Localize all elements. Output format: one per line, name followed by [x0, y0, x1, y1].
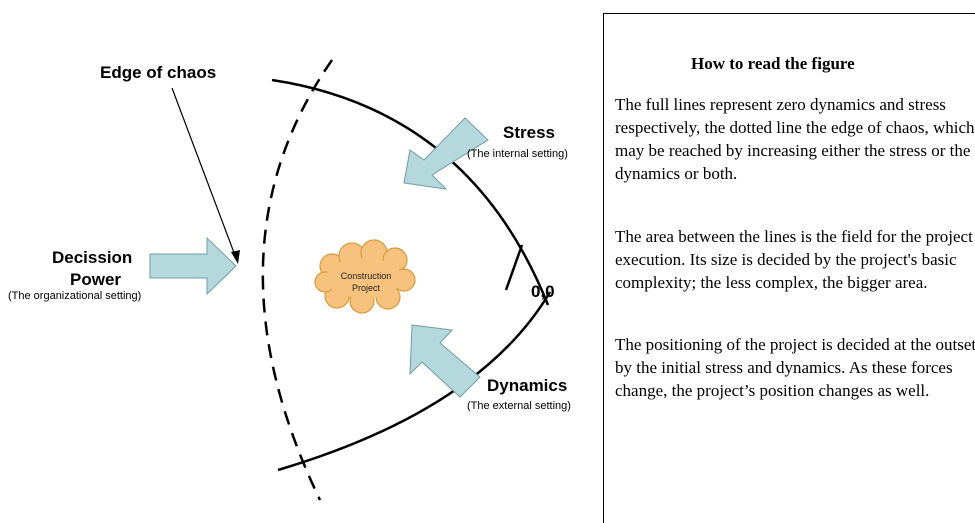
- cloud-label-line1: Construction: [340, 271, 392, 281]
- edge-of-chaos-label: Edge of chaos: [100, 63, 217, 82]
- origin-label: 0,0: [531, 282, 555, 301]
- how-to-read-box: How to read the figure The full lines re…: [603, 13, 975, 523]
- stress-arrow: [403, 117, 489, 190]
- cloud-label-line2: Project: [351, 283, 380, 293]
- dynamics-arrow: [409, 324, 481, 398]
- construction-project-label: Construction Project: [318, 270, 414, 294]
- construction-project-cloud: [314, 239, 416, 314]
- zero-dynamics-line: [277, 291, 552, 472]
- origin-tick: [504, 244, 524, 291]
- info-paragraph-2: The area between the lines is the field …: [615, 227, 973, 292]
- decision-power-label-line2: Power: [70, 270, 122, 289]
- complexity-diagram: [149, 59, 552, 501]
- dynamics-sublabel: (The external setting): [467, 400, 571, 412]
- dynamics-label: Dynamics: [487, 376, 568, 395]
- decision-power-sublabel: (The organizational setting): [8, 290, 142, 302]
- info-paragraph-3: The positioning of the project is decide…: [615, 335, 975, 400]
- info-paragraph-1: The full lines represent zero dynamics a…: [615, 95, 975, 183]
- stress-sublabel: (The internal setting): [467, 148, 568, 160]
- edge-pointer-arrowhead: [231, 250, 240, 264]
- stress-label: Stress: [503, 123, 555, 142]
- decision-power-arrow: [149, 236, 237, 296]
- edge-of-chaos-line: [261, 59, 334, 501]
- decision-power-label-line1: Decission: [52, 248, 133, 267]
- edge-pointer-line: [171, 87, 237, 259]
- info-title: How to read the figure: [691, 54, 855, 73]
